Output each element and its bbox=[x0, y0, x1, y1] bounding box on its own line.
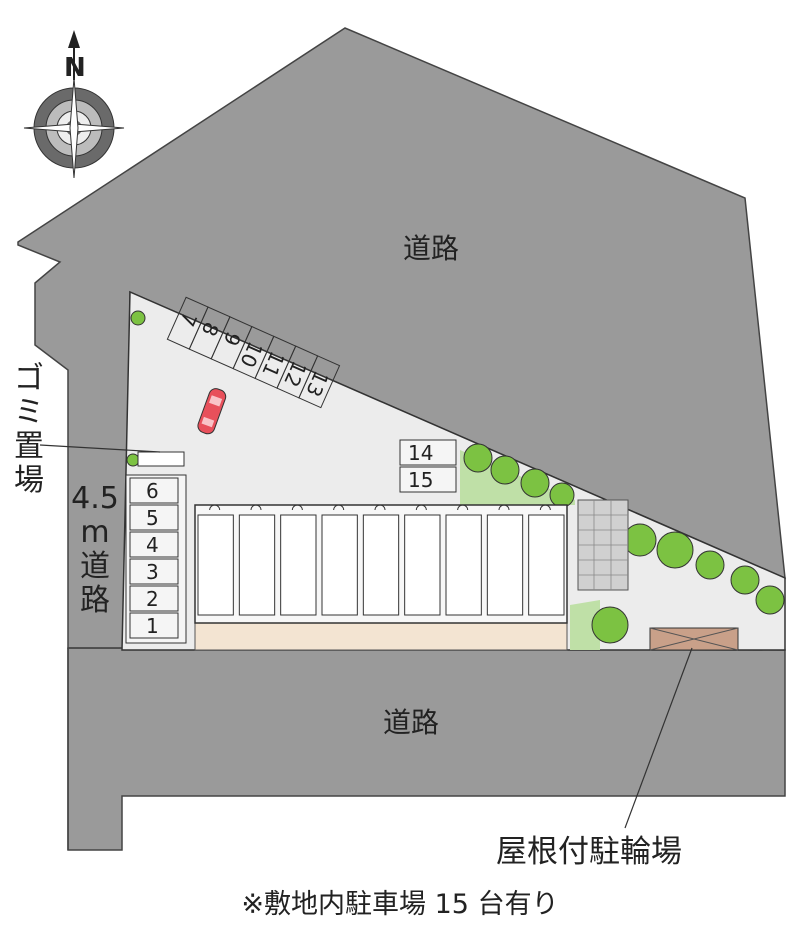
apartment-unit bbox=[280, 514, 317, 616]
south-road bbox=[67, 647, 786, 851]
green-area bbox=[126, 310, 785, 650]
parking-spot-number: 6 bbox=[146, 479, 159, 503]
building-units bbox=[197, 504, 565, 616]
west-road-name-char: 道 bbox=[80, 549, 110, 584]
parking-spot-number: 1 bbox=[146, 614, 159, 638]
garbage-label: ゴミ置場 bbox=[12, 362, 46, 498]
bike-leader bbox=[624, 647, 693, 829]
apartment-unit bbox=[321, 514, 358, 616]
apartment-unit bbox=[445, 514, 482, 616]
parking-spot bbox=[129, 531, 179, 558]
parking-spot-number: 5 bbox=[146, 506, 159, 530]
door-icon bbox=[374, 504, 386, 511]
door-icon bbox=[498, 504, 510, 511]
compass-north-label: N bbox=[64, 53, 86, 83]
apartment-unit bbox=[404, 514, 441, 616]
parking-spot bbox=[129, 612, 179, 639]
parking-spot-number: 15 bbox=[408, 468, 433, 492]
parking-spot bbox=[298, 355, 341, 409]
parking-spot-number: 2 bbox=[146, 587, 159, 611]
door-icon bbox=[250, 504, 262, 511]
parking-spot bbox=[399, 439, 457, 466]
parking-footnote: ※敷地内駐車場 15 台有り bbox=[241, 889, 559, 920]
west-road-label: 4.5 m 道路 bbox=[70, 482, 120, 618]
garbage-label-char: 場 bbox=[14, 463, 44, 498]
garbage-leader bbox=[39, 444, 161, 453]
parking-spot bbox=[129, 504, 179, 531]
garbage-label-char: ゴ bbox=[14, 361, 44, 396]
apartment-unit bbox=[197, 514, 234, 616]
west-road-width: 4.5 bbox=[71, 481, 119, 516]
apartment-unit bbox=[238, 514, 276, 616]
door-icon bbox=[415, 504, 427, 511]
parking-spot-number: 3 bbox=[146, 560, 159, 584]
south-road-label: 道路 bbox=[383, 706, 439, 739]
door-icon bbox=[457, 504, 469, 511]
garbage-label-char: 置 bbox=[14, 429, 44, 464]
apartment-unit bbox=[486, 514, 524, 616]
parking-spot bbox=[129, 585, 179, 612]
parking-spot-number: 4 bbox=[146, 533, 159, 557]
door-icon bbox=[291, 504, 303, 511]
door-icon bbox=[333, 504, 345, 511]
north-road-label: 道路 bbox=[403, 232, 459, 265]
door-icon bbox=[539, 504, 551, 511]
parking-spot bbox=[129, 558, 179, 585]
west-road-name-char: 路 bbox=[80, 583, 110, 618]
garbage-label-char: ミ bbox=[14, 395, 44, 430]
garbage-area bbox=[137, 451, 185, 467]
parking-spot-number: 14 bbox=[408, 441, 433, 465]
bike-parking-label: 屋根付駐輪場 bbox=[496, 834, 682, 870]
west-road-unit: m bbox=[80, 515, 110, 550]
door-icon bbox=[209, 504, 221, 511]
compass-rose-icon: N bbox=[23, 30, 125, 179]
parking-spot bbox=[399, 466, 457, 493]
parking-spot bbox=[129, 477, 179, 504]
car-icon bbox=[197, 388, 227, 435]
apartment-unit bbox=[362, 514, 400, 616]
walkway bbox=[194, 621, 568, 651]
apartment-unit bbox=[528, 514, 565, 616]
